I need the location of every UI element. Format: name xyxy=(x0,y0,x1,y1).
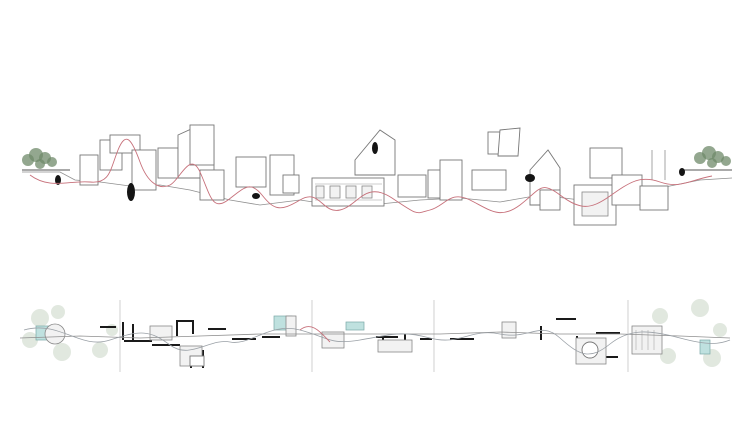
plan-rooms xyxy=(149,315,607,367)
circulation-path-elevation xyxy=(29,138,713,214)
plan-right-landscape xyxy=(631,299,727,367)
circulation-path-plan-accent xyxy=(299,326,331,343)
left-trees xyxy=(22,148,70,171)
plan-strip xyxy=(19,299,731,372)
circulation-path-plan xyxy=(23,327,731,355)
plan-left-landscape xyxy=(22,305,118,361)
elevation-figures xyxy=(55,142,685,201)
elevation-strip xyxy=(22,124,733,226)
elevation-modules xyxy=(79,124,669,226)
plan-spine xyxy=(19,331,731,339)
right-trees xyxy=(682,146,732,171)
